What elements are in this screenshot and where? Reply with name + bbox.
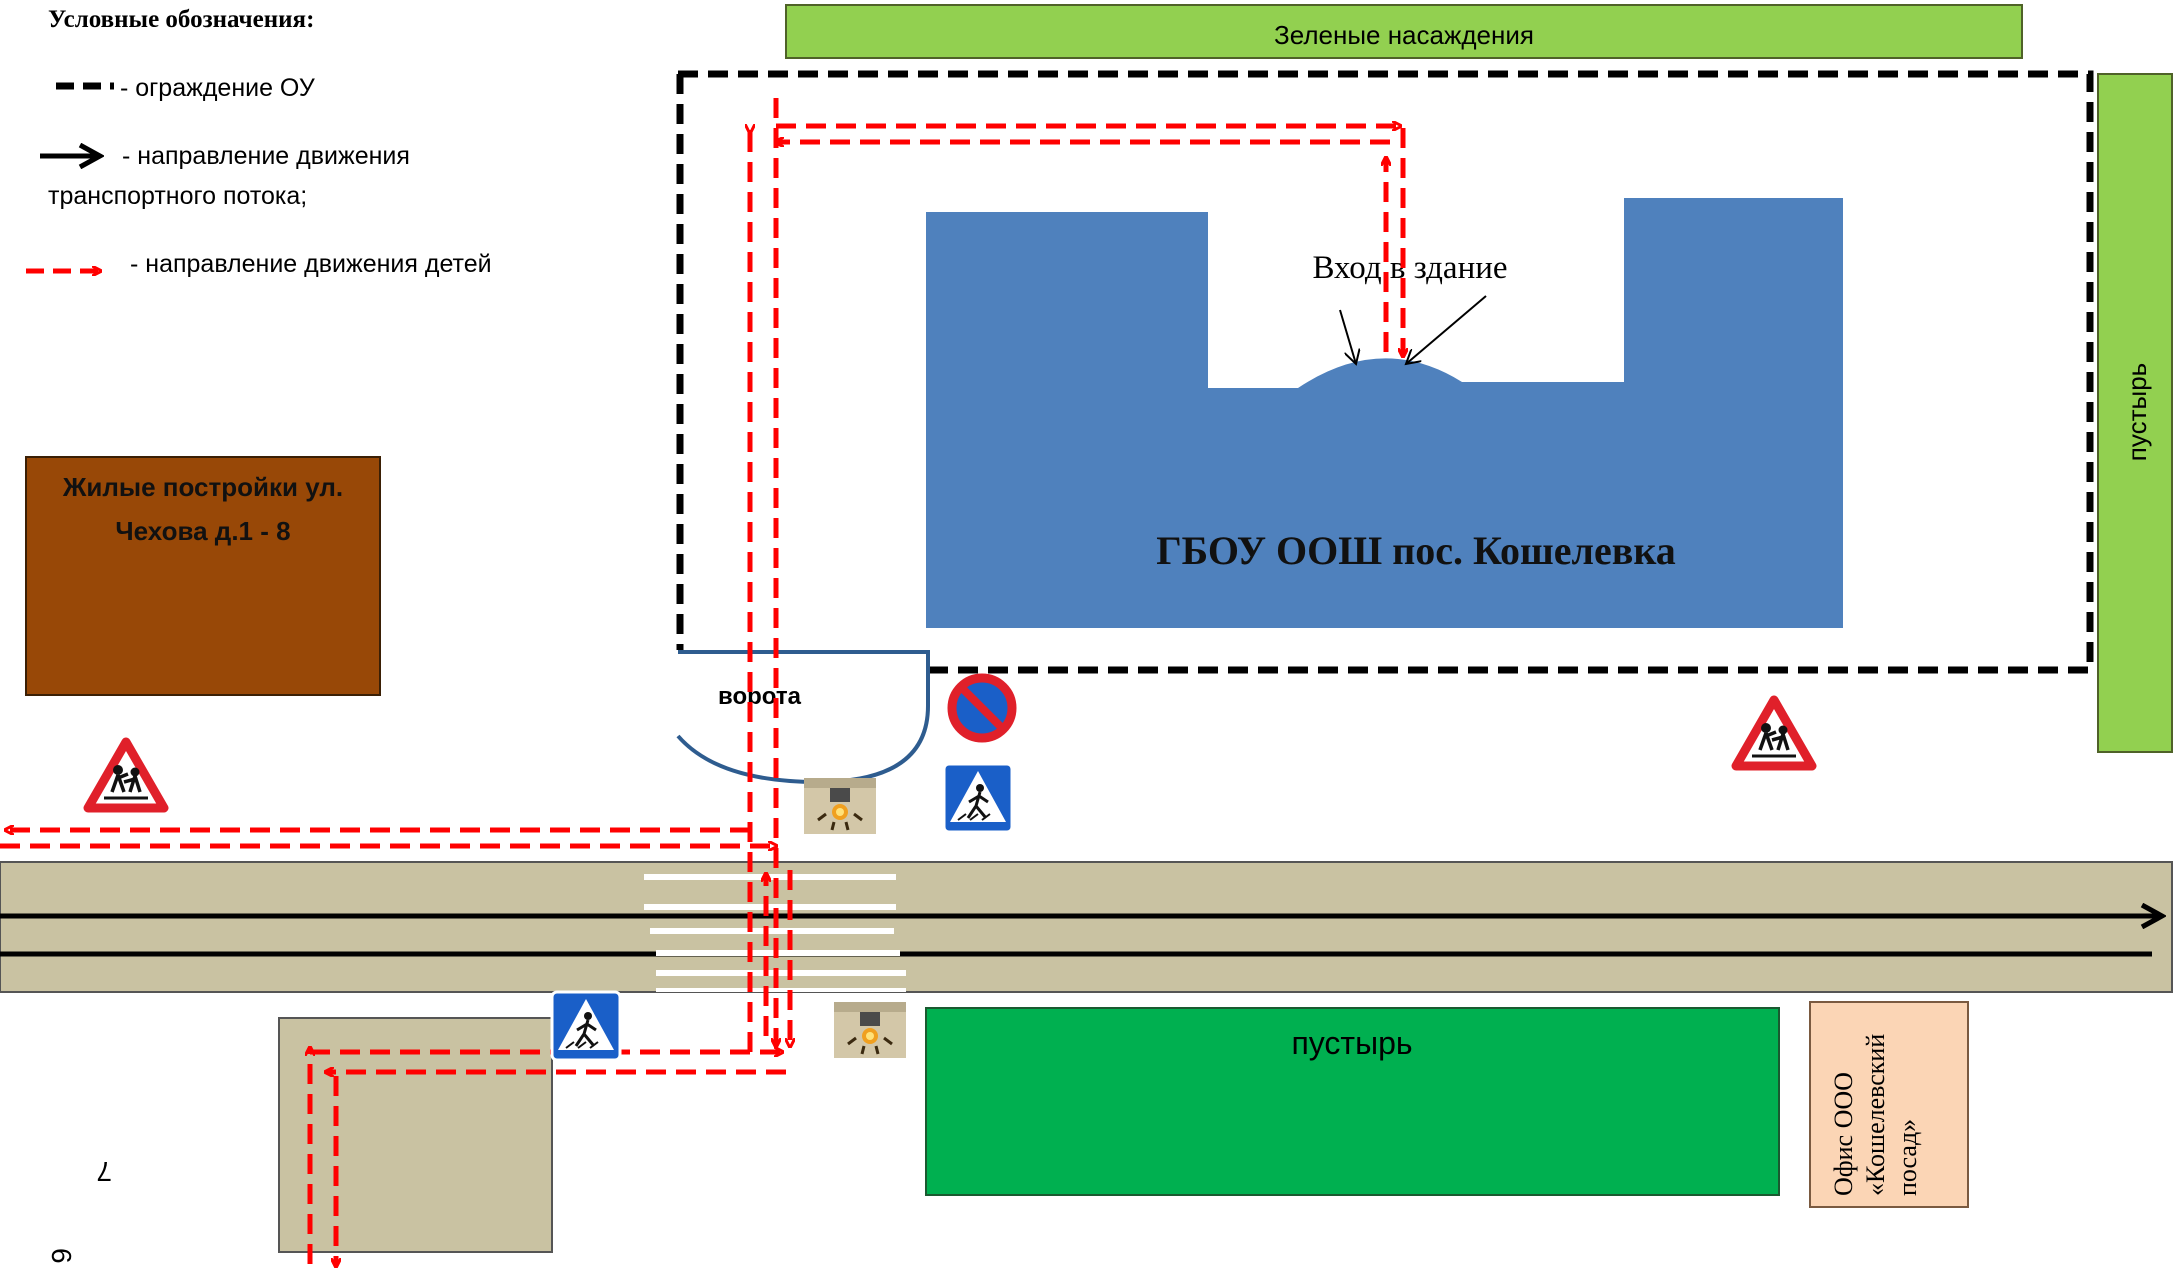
green-area-top: Зеленые насаждения — [785, 4, 2023, 59]
residential-label-1: Жилые постройки ул. — [62, 472, 343, 502]
no-parking-sign-icon — [947, 673, 1017, 743]
entrance-label: Вход в здание — [1312, 250, 1507, 286]
wasteland-bottom-label: пустырь — [1291, 1025, 1412, 1061]
children-warning-sign-icon — [88, 742, 164, 808]
school-gate: ворота — [676, 650, 930, 785]
road — [0, 861, 2173, 993]
entrance-pointer-left — [1339, 309, 1356, 364]
residential-label-2: Чехова д.1 - 8 — [115, 516, 290, 546]
office-label-1: Офис ООО — [1829, 1072, 1858, 1196]
residential-block: Жилые постройки ул. Чехова д.1 - 8 — [25, 456, 381, 696]
school-fence — [678, 70, 2094, 674]
page-number-7: 7 — [96, 1156, 112, 1187]
legend-title: Условные обозначения: — [48, 6, 314, 33]
office-building: Офис ООО «Кошелевский посад» — [1809, 1001, 1969, 1208]
wasteland-bottom: пустырь — [925, 1007, 1780, 1196]
office-label-3: посад» — [1893, 1119, 1922, 1196]
school-label: ГБОУ ООШ пос. Кошелевка — [1156, 528, 1676, 573]
entrance-pointer-right — [1406, 295, 1487, 364]
pavement-lot — [278, 1017, 553, 1253]
legend-traffic-text-2: транспортного потока; — [48, 182, 307, 210]
traffic-light-icon — [832, 1000, 908, 1060]
pedestrian-crossing-sign-icon — [942, 762, 1014, 834]
children-routes — [0, 98, 1403, 1266]
pedestrian-crossing-sign-icon — [550, 990, 622, 1062]
gate-label: ворота — [718, 683, 802, 710]
legend: Условные обозначения: - ограждение ОУ - … — [26, 6, 492, 278]
traffic-light-icon — [802, 776, 878, 836]
school-building: ГБОУ ООШ пос. Кошелевка Вход в здание — [926, 198, 1843, 628]
page-number-6: 6 — [46, 1248, 77, 1264]
wasteland-right-label: пустырь — [2122, 363, 2152, 461]
green-area-top-label: Зеленые насаждения — [1274, 20, 1534, 50]
children-warning-sign-icon — [1736, 700, 1812, 766]
wasteland-right: пустырь — [2097, 73, 2173, 753]
legend-fence-text: - ограждение ОУ — [120, 74, 315, 102]
legend-traffic-text-1: - направление движения — [122, 142, 410, 170]
legend-children-text: - направление движения детей — [130, 250, 492, 278]
office-label-2: «Кошелевский — [1861, 1034, 1890, 1196]
